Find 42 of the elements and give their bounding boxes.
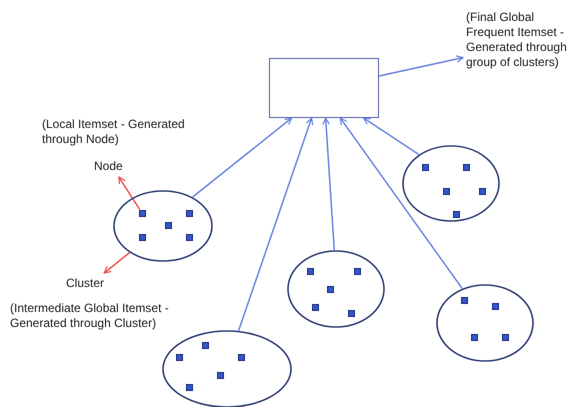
node-square: [462, 164, 470, 170]
arrow: [340, 117, 463, 289]
node-square: [460, 296, 468, 304]
node-square: [348, 310, 354, 316]
node-square: [186, 384, 192, 390]
node-square: [216, 372, 224, 378]
node-square: [354, 268, 360, 274]
arrow: [322, 117, 336, 250]
arrow: [362, 117, 420, 156]
result-box: [269, 58, 379, 118]
node-square: [470, 334, 478, 340]
node-square: [138, 210, 146, 216]
pointer-arrow: [104, 252, 130, 274]
node-square: [186, 210, 192, 216]
node-square: [238, 354, 244, 360]
node-square: [326, 286, 334, 292]
node-square: [306, 268, 314, 274]
node-square: [422, 164, 428, 170]
arrow: [238, 117, 314, 331]
arrow: [378, 55, 464, 77]
node-square: [138, 234, 146, 240]
pointer-arrow: [118, 176, 140, 210]
annotation-text: Node: [94, 159, 130, 174]
node-square: [202, 342, 208, 348]
annotation-text: (Intermediate Global Itemset - Generated through Cluster): [10, 301, 170, 331]
node-square: [492, 302, 498, 310]
annotation-text: (Local Itemset - Generated through Node): [42, 117, 186, 147]
node-square: [478, 188, 486, 194]
cluster-ellipse: [436, 284, 534, 362]
node-square: [452, 210, 460, 218]
node-square: [164, 222, 172, 228]
arrow: [192, 117, 292, 198]
annotation-text: Cluster: [66, 276, 116, 291]
node-square: [312, 304, 318, 310]
cluster-ellipse: [113, 190, 213, 262]
node-square: [176, 354, 182, 360]
node-square: [186, 234, 192, 240]
node-square: [502, 334, 508, 340]
cluster-ellipse: [287, 250, 385, 328]
node-square: [442, 188, 450, 194]
cluster-ellipse: [402, 145, 500, 222]
annotation-text: (Final Global Frequent Itemset - Generated through group of clusters): [466, 10, 585, 78]
